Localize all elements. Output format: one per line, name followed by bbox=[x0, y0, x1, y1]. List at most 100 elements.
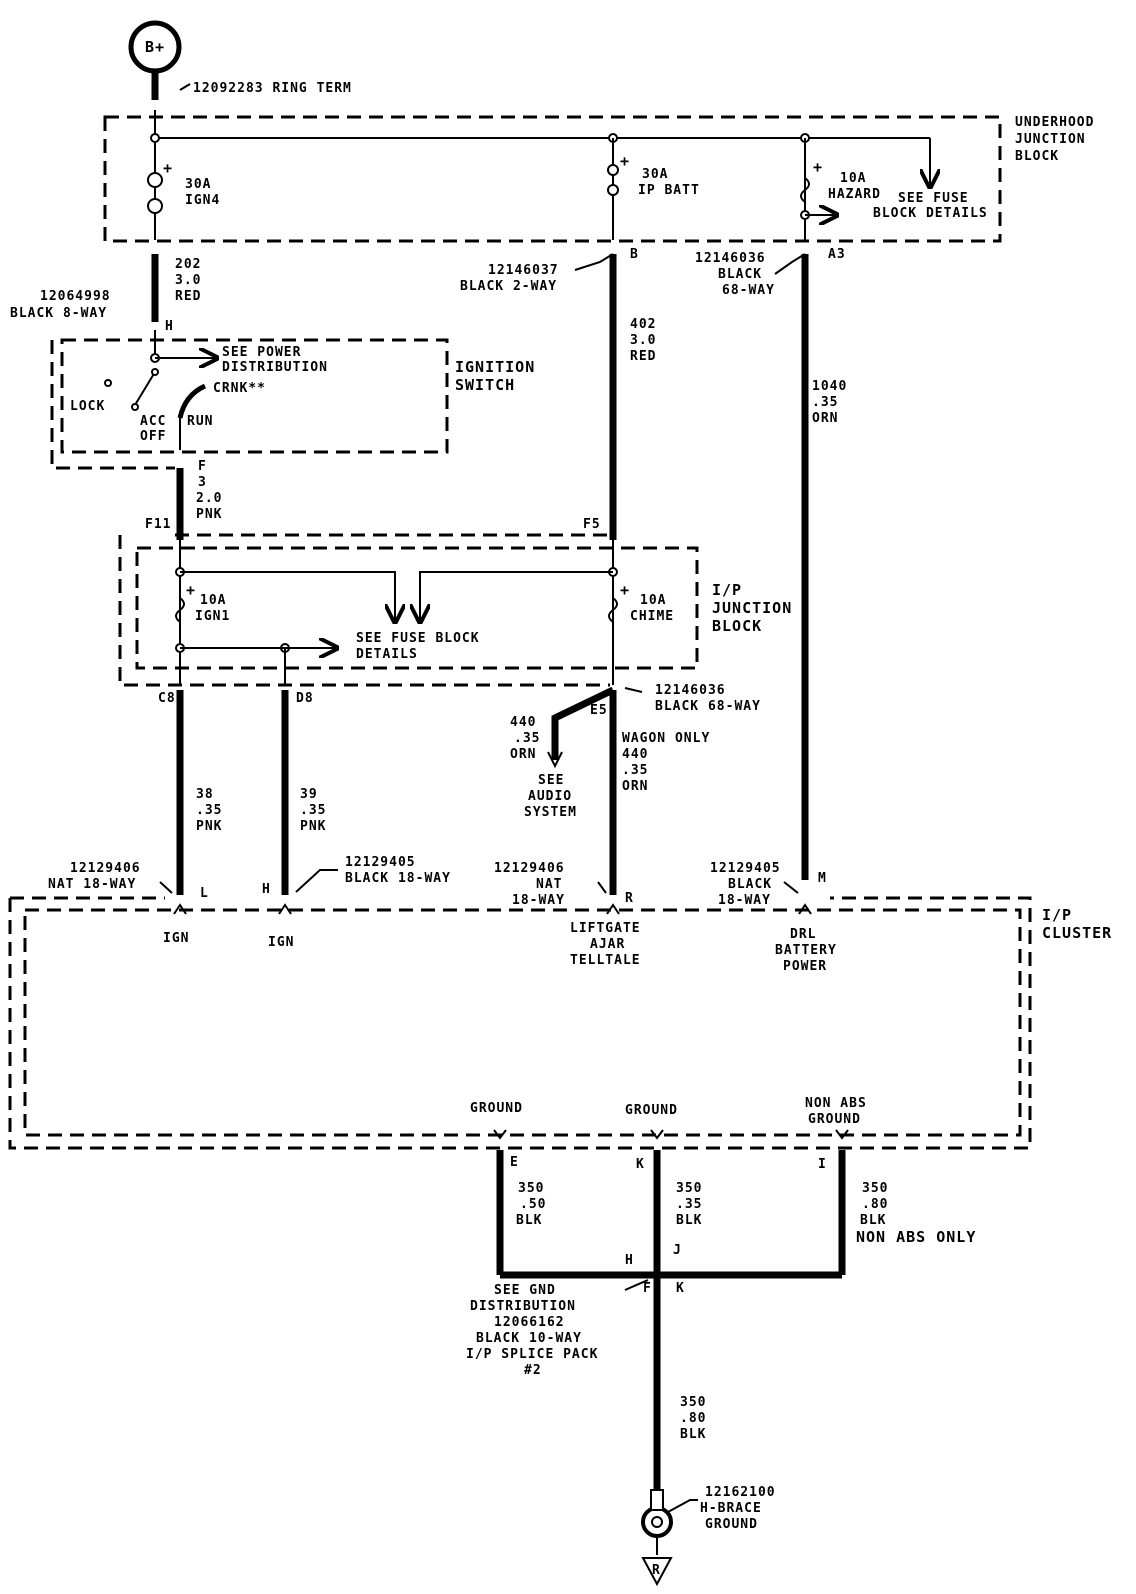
nonabs-1: NON ABS bbox=[805, 1096, 867, 1111]
wire-350b-color: BLK bbox=[676, 1213, 702, 1228]
ipjb-pin-f11: F11 bbox=[145, 517, 171, 532]
wire-3-color: PNK bbox=[196, 507, 222, 522]
conn-nat-r-way: 18-WAY bbox=[512, 893, 565, 908]
ignition-switch: IGNITION SWITCH SEE POWER DISTRIBUTION C… bbox=[50, 330, 534, 540]
underhood-title-3: BLOCK bbox=[1015, 149, 1059, 164]
wire-3-gauge: 2.0 bbox=[196, 491, 222, 506]
ipjb-title-2: JUNCTION bbox=[712, 599, 792, 617]
fuse-chime-name: CHIME bbox=[630, 609, 674, 624]
conn-12146037-part: 12146037 bbox=[488, 263, 559, 278]
cluster-pin-r: R bbox=[625, 891, 634, 906]
ipjb-see-fuse-2: DETAILS bbox=[356, 647, 418, 662]
battery-source: B+ 12092283 RING TERM bbox=[128, 20, 351, 100]
wire-202-color: RED bbox=[175, 289, 201, 304]
see-gnd-2: DISTRIBUTION bbox=[470, 1299, 576, 1314]
ground-section: E K I 350 .50 BLK 350 .35 BLK 350 .80 BL… bbox=[466, 1150, 976, 1587]
wire-350a-color: BLK bbox=[516, 1213, 542, 1228]
fuse-hazard-symbol: + bbox=[800, 158, 835, 219]
conn-nat-l-desc: NAT 18-WAY bbox=[48, 877, 136, 892]
mid-wires: 440 .35 ORN SEE AUDIO SYSTEM WAGON ONLY … bbox=[48, 686, 827, 908]
fuse-ipbatt-symbol: + bbox=[607, 152, 629, 196]
ignition-crnk: CRNK** bbox=[213, 381, 266, 396]
fuse-ipbatt-rating: 30A bbox=[642, 167, 668, 182]
battery-label: B+ bbox=[145, 38, 165, 56]
ip-cluster: I/P CLUSTER IGN IGN LIFTGATE AJAR TELLTA… bbox=[8, 896, 1111, 1150]
fuse-ign4-symbol: + bbox=[147, 159, 172, 214]
ground-conn-desc: H-BRACE bbox=[700, 1501, 762, 1516]
ipjb-see-fuse-1: SEE FUSE BLOCK bbox=[356, 631, 480, 646]
cluster-pin-l: L bbox=[200, 886, 209, 901]
liftgate-1: LIFTGATE bbox=[570, 921, 641, 936]
conn-black-m-way: 18-WAY bbox=[718, 893, 771, 908]
wire-350c-circuit: 350 bbox=[862, 1181, 888, 1196]
wire-1040-color: ORN bbox=[812, 411, 838, 426]
conn-nat-r-part: 12129406 bbox=[494, 861, 565, 876]
ignition-run: RUN bbox=[187, 414, 213, 429]
ipjb-pin-c8: C8 bbox=[158, 691, 176, 706]
liftgate-3: TELLTALE bbox=[570, 953, 641, 968]
cluster-pin-h: H bbox=[262, 882, 271, 897]
fuse-hazard-name: HAZARD bbox=[828, 187, 881, 202]
wire-440a-color: ORN bbox=[510, 747, 536, 762]
conn-12064998-part: 12064998 bbox=[40, 289, 111, 304]
ignition-see-power-1: SEE POWER bbox=[222, 345, 301, 360]
ground-pin-k: K bbox=[636, 1157, 645, 1172]
drl-1: DRL bbox=[790, 927, 816, 942]
see-gnd-4: BLACK 10-WAY bbox=[476, 1331, 582, 1346]
conn-12146036-way: 68-WAY bbox=[722, 283, 775, 298]
ipjb-pin-f5: F5 bbox=[583, 517, 601, 532]
wire-402-circuit: 402 bbox=[630, 317, 656, 332]
conn-12146036-color: BLACK bbox=[718, 267, 762, 282]
non-abs-only: NON ABS ONLY bbox=[856, 1228, 976, 1246]
wire-440a-circuit: 440 bbox=[510, 715, 536, 730]
wire-350d-color: BLK bbox=[680, 1427, 706, 1442]
ignition-lock: LOCK bbox=[70, 399, 105, 414]
see-audio-3: SYSTEM bbox=[524, 805, 577, 820]
wire-38-gauge: .35 bbox=[196, 803, 222, 818]
wire-202-circuit: 202 bbox=[175, 257, 201, 272]
wire-440a-gauge: .35 bbox=[514, 731, 540, 746]
wire-38-color: PNK bbox=[196, 819, 222, 834]
ignition-acc: ACC bbox=[140, 414, 166, 429]
wire-350a-circuit: 350 bbox=[518, 1181, 544, 1196]
fuse-ign1-rating: 10A bbox=[200, 593, 226, 608]
see-gnd-5: I/P SPLICE PACK bbox=[466, 1347, 598, 1362]
see-gnd-1: SEE GND bbox=[494, 1283, 556, 1298]
cluster-title-1: I/P bbox=[1042, 906, 1072, 924]
conn-nat-r-color: NAT bbox=[536, 877, 562, 892]
ipjb-title-3: BLOCK bbox=[712, 617, 762, 635]
cluster-pin-m: M bbox=[818, 871, 827, 886]
wire-402-gauge: 3.0 bbox=[630, 333, 656, 348]
wire-440w-circuit: 440 bbox=[622, 747, 648, 762]
wire-440w-color: ORN bbox=[622, 779, 648, 794]
see-gnd-6: #2 bbox=[524, 1363, 542, 1378]
ground-symbol-letter: R bbox=[652, 1563, 661, 1578]
fuse-hazard-rating: 10A bbox=[840, 171, 866, 186]
underhood-pin-a3: A3 bbox=[828, 247, 846, 262]
splice-pin-f: F bbox=[643, 1281, 652, 1296]
cluster-ground-2: GROUND bbox=[625, 1103, 678, 1118]
upper-wires: 202 3.0 RED 12064998 BLACK 8-WAY H 12146… bbox=[10, 251, 847, 880]
splice-pin-j: J bbox=[673, 1243, 682, 1258]
underhood-see-fuse-2: BLOCK DETAILS bbox=[873, 206, 988, 221]
wire-440w-note: WAGON ONLY bbox=[622, 731, 710, 746]
drl-2: BATTERY bbox=[775, 943, 837, 958]
cluster-ign-1: IGN bbox=[163, 931, 189, 946]
drl-3: POWER bbox=[783, 959, 827, 974]
wire-39-circuit: 39 bbox=[300, 787, 318, 802]
wire-1040-circuit: 1040 bbox=[812, 379, 847, 394]
splice-pin-h: H bbox=[625, 1253, 634, 1268]
fuse-ign1-name: IGN1 bbox=[195, 609, 230, 624]
underhood-see-fuse-1: SEE FUSE bbox=[898, 191, 969, 206]
conn-12146036-part: 12146036 bbox=[695, 251, 766, 266]
svg-text:+: + bbox=[620, 581, 630, 599]
wire-1040-gauge: .35 bbox=[812, 395, 838, 410]
conn-black-h-desc: BLACK 18-WAY bbox=[345, 871, 451, 886]
see-audio-1: SEE bbox=[538, 773, 564, 788]
wire-350c-gauge: .80 bbox=[862, 1197, 888, 1212]
wire-440w-gauge: .35 bbox=[622, 763, 648, 778]
see-gnd-3: 12066162 bbox=[494, 1315, 565, 1330]
nonabs-2: GROUND bbox=[808, 1112, 861, 1127]
wire-38-circuit: 38 bbox=[196, 787, 214, 802]
